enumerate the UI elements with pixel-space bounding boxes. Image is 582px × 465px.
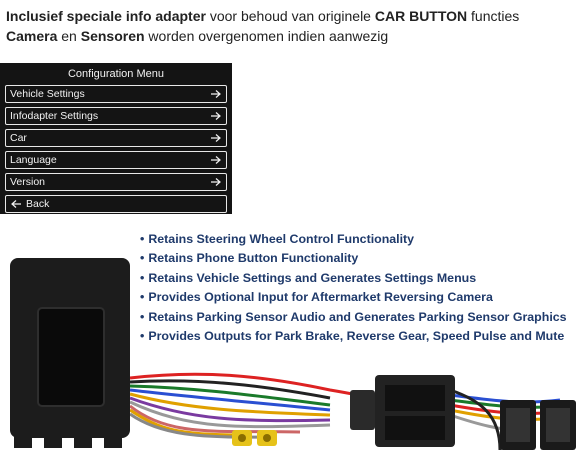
product-illustration [10,258,576,451]
menu-item-vehicle-settings[interactable]: Vehicle Settings [5,85,227,103]
menu-item-label: Infodapter Settings [10,110,99,122]
caption-line-1: Inclusief speciale info adapter voor beh… [6,6,519,26]
iso-connectors [500,400,576,450]
caption-text: CAR BUTTON [374,8,468,24]
caption-text: en [57,28,81,44]
feature-item: •Retains Parking Sensor Audio and Genera… [140,309,567,324]
arrow-right-icon [211,134,221,142]
interface-box [10,258,130,448]
configuration-menu: Configuration Menu Vehicle Settings Info… [0,63,232,214]
rca-connectors [232,430,277,446]
arrow-right-icon [211,112,221,120]
menu-item-infodapter-settings[interactable]: Infodapter Settings [5,107,227,125]
feature-item: •Retains Steering Wheel Control Function… [140,232,415,246]
feature-item: •Provides Outputs for Park Brake, Revers… [140,329,565,344]
product-caption: Inclusief speciale info adapter voor beh… [6,6,519,46]
menu-item-label: Vehicle Settings [10,88,85,100]
menu-title: Configuration Menu [67,68,164,80]
menu-item-label: Version [10,176,46,188]
caption-text: worden overgenomen indien aanwezig [144,28,389,44]
caption-text: voor behoud van originele [205,8,375,24]
menu-item-label: Language [10,154,57,166]
caption-line-2: Camera en Sensoren worden overgenomen in… [6,26,519,46]
menu-item-language[interactable]: Language [5,151,227,169]
feature-item: •Provides Optional Input for Aftermarket… [140,290,493,305]
arrow-right-icon [211,156,221,164]
arrow-right-icon [211,90,221,98]
caption-text: functies [467,8,520,24]
feature-list: •Retains Steering Wheel Control Function… [140,230,567,346]
feature-item: •Retains Phone Button Functionality [140,251,359,266]
arrow-right-icon [211,178,221,186]
menu-item-car[interactable]: Car [5,129,227,147]
caption-text: Camera [6,28,58,44]
arrow-left-icon [11,200,21,208]
caption-text: Inclusief speciale info adapter [6,8,206,24]
caption-text: Sensoren [80,28,145,44]
menu-item-version[interactable]: Version [5,173,227,191]
menu-item-back[interactable]: Back [5,195,227,213]
wire-bundle [129,372,561,451]
menu-item-label: Back [26,198,50,210]
menu-list: Vehicle Settings Infodapter Settings Car… [5,85,227,213]
feature-item: •Retains Vehicle Settings and Generates … [140,270,477,285]
menu-item-label: Car [10,132,27,144]
vehicle-connector [350,375,455,447]
